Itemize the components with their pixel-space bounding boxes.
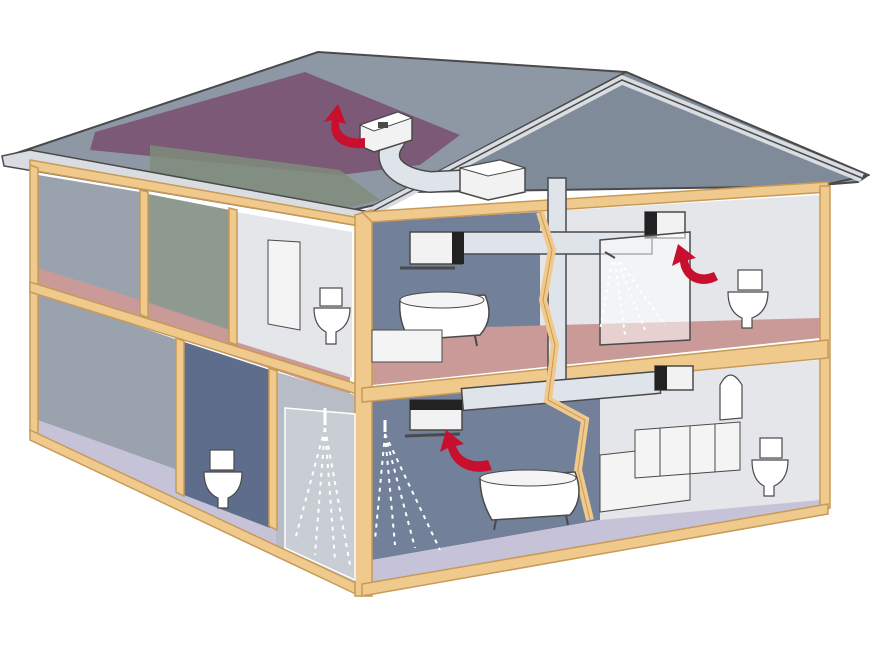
frame-post-c	[175, 336, 185, 498]
airflow-arrow-icon	[324, 104, 365, 149]
shower-icon	[284, 407, 441, 582]
frame-post-a	[139, 189, 149, 320]
toilet-icon	[313, 287, 351, 345]
lower-shower-room	[276, 372, 355, 580]
airflow-arrow-icon	[672, 244, 718, 284]
bathtub-icon	[398, 291, 490, 351]
bath-extract-fan-icon	[400, 231, 464, 270]
frame-corner-post	[354, 208, 373, 597]
lower-left-floor	[38, 420, 355, 585]
central-fan-unit-icon	[459, 159, 527, 201]
upper-door	[267, 239, 301, 331]
upper-middle-room	[148, 194, 230, 340]
airflow-arrow-icon	[440, 430, 492, 472]
roof-shade-green	[150, 145, 380, 212]
shower-extract-fan-icon	[654, 365, 694, 391]
fixtures	[203, 231, 789, 582]
upper-vanity	[371, 329, 443, 363]
lower-window	[719, 374, 743, 421]
airflow-arrows	[324, 104, 718, 472]
bath-extract-fan-icon	[404, 399, 463, 438]
toilet-icon	[203, 449, 243, 509]
frame-post-b	[228, 207, 238, 347]
frame-post-d	[268, 366, 278, 532]
shower-icon	[599, 231, 691, 346]
rooms	[38, 175, 820, 585]
upper-bathroom-floor	[372, 318, 820, 385]
bathtub-icon	[479, 469, 580, 531]
frame-left-post	[29, 163, 39, 440]
frame-front-bottom-beam	[361, 503, 829, 597]
toilet-icon	[751, 437, 789, 497]
toilet-icon	[727, 269, 769, 329]
roof-exhaust-fan-icon	[358, 111, 414, 153]
lower-cabinet	[634, 421, 741, 479]
